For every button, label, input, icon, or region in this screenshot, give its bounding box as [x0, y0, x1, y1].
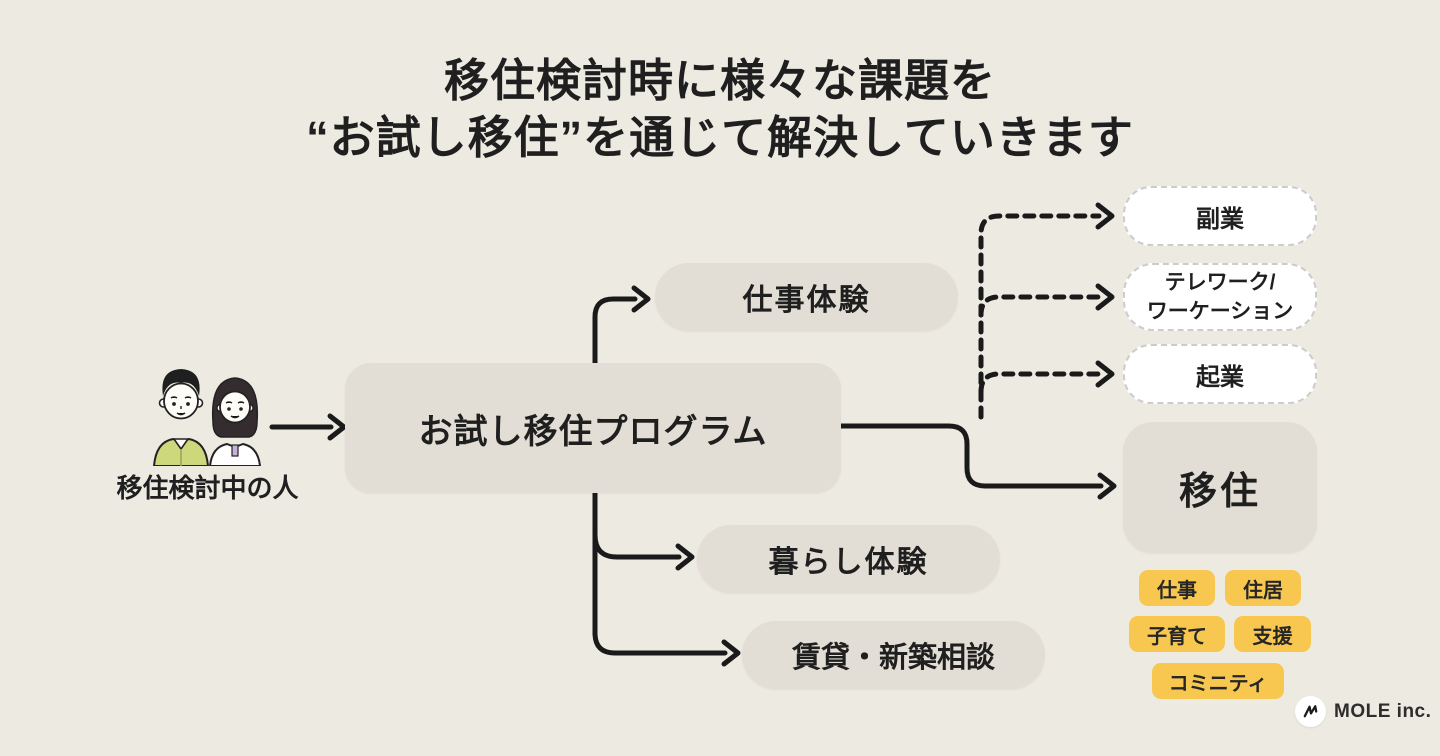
- mole-scribble-icon: [1295, 696, 1326, 727]
- dashed-arrow-to-startup: [978, 371, 1102, 395]
- node-side-business: 副業: [1123, 186, 1317, 246]
- node-trial-migration-program: お試し移住プログラム: [345, 363, 841, 493]
- node-telework-workation: テレワーク/ ワーケーション: [1123, 263, 1317, 331]
- footer-brand: MOLE inc.: [1295, 696, 1431, 727]
- arrow-program-to-work: [592, 296, 638, 366]
- arrow-program-to-living: [592, 532, 682, 560]
- woman-figure: [208, 377, 262, 466]
- migration-tag-childcare: 子育て: [1129, 616, 1225, 652]
- node-living-experience: 暮らし体験: [697, 525, 1000, 593]
- man-figure: [152, 369, 210, 466]
- migration-tag-housing: 住居: [1225, 570, 1301, 606]
- migration-label: 移住: [1178, 471, 1261, 513]
- brand-name: MOLE inc.: [1334, 700, 1432, 722]
- node-work-experience: 仕事体験: [655, 263, 958, 331]
- arrow-program-to-migration: [838, 423, 1104, 489]
- page-title: 移住検討時に様々な課題を “お試し移住”を通じて解決していきます: [0, 52, 1440, 166]
- node-migration: 移住: [1123, 422, 1317, 553]
- migration-tag-work: 仕事: [1139, 570, 1215, 606]
- persona-label: 移住検討中の人: [116, 473, 299, 503]
- dashed-arrow-to-side-business: [978, 213, 1102, 420]
- couple-illustration-icon: [152, 369, 262, 466]
- side-business-label: 副業: [1196, 205, 1244, 233]
- program-label: お試し移住プログラム: [418, 412, 768, 451]
- telework-label-line-1: テレワーク/: [1164, 270, 1276, 294]
- telework-label-line-2: ワーケーション: [1146, 300, 1294, 323]
- migration-tag-community: コミニティ: [1152, 663, 1284, 699]
- work-experience-label: 仕事体験: [742, 284, 871, 317]
- title-line-1: 移住検討時に様々な課題を: [443, 55, 996, 106]
- title-line-2: “お試し移住”を通じて解決していきます: [306, 112, 1134, 164]
- dashed-arrow-to-telework: [978, 294, 1102, 318]
- node-startup: 起業: [1123, 344, 1317, 404]
- living-experience-label: 暮らし体験: [768, 546, 929, 579]
- node-rental-consultation: 賃貸・新築相談: [742, 621, 1045, 689]
- rental-consultation-label: 賃貸・新築相談: [791, 642, 995, 674]
- migration-tag-support: 支援: [1234, 616, 1311, 652]
- startup-label: 起業: [1196, 363, 1244, 391]
